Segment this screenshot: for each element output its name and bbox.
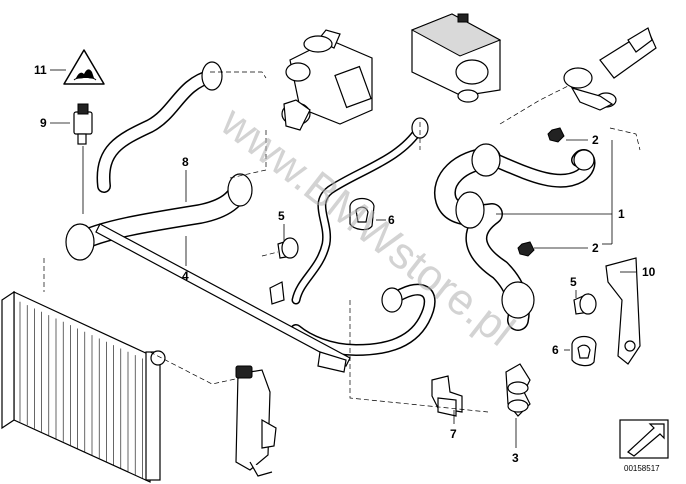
callout-leader-lines [50, 69, 636, 448]
hose-clamp-ring [381, 287, 403, 313]
callout-3: 3 [512, 451, 519, 465]
radiator [1, 290, 166, 483]
nut-2a [547, 127, 565, 143]
hose-clamp-ring [455, 191, 485, 229]
hot-surface-warning-icon [63, 49, 105, 85]
thermostat-housing [281, 29, 373, 131]
callout-2b: 2 [592, 241, 599, 255]
upper-hose [98, 70, 218, 192]
callout-5a: 5 [278, 209, 285, 223]
hose-clamp-ring [501, 281, 535, 319]
clip-5a [277, 237, 299, 259]
callout-6a: 6 [388, 213, 395, 227]
hose-clamp-ring [471, 143, 501, 177]
clamp-7 [431, 375, 463, 417]
bracket-6b [571, 335, 597, 367]
callout-6b: 6 [552, 343, 559, 357]
expansion-tank [235, 365, 277, 477]
bracket-6a [349, 197, 375, 231]
coolant-hoses [65, 61, 596, 356]
hose-clamp-ring [65, 223, 95, 261]
callout-labels: 11 9 8 4 5 6 2 1 2 5 6 10 7 3 [34, 63, 656, 465]
dashed-reference-lines [43, 71, 641, 413]
callout-11: 11 [34, 63, 47, 77]
nut-2b [517, 241, 535, 257]
hose-clamp-ring [201, 61, 223, 91]
callout-1: 1 [618, 207, 625, 221]
upper-right-hose [563, 27, 657, 111]
clamp-3 [505, 363, 531, 417]
direction-arrow-icon [619, 419, 669, 459]
callout-10: 10 [642, 265, 656, 279]
callout-9: 9 [40, 116, 47, 130]
coolant-pipe-bracket [95, 223, 351, 373]
callout-4: 4 [182, 269, 189, 283]
reference-number: 00158517 [624, 464, 660, 473]
temperature-sensor [73, 103, 93, 145]
callout-7: 7 [450, 427, 457, 441]
callout-2a: 2 [592, 133, 599, 147]
callout-8: 8 [182, 155, 189, 169]
upper-hose-outline [96, 69, 219, 193]
coolant-housing [410, 13, 502, 103]
clip-5b [573, 293, 597, 315]
hose-clamp-ring [573, 149, 595, 171]
hose-clamp-ring [227, 173, 253, 207]
holder-10 [605, 257, 641, 365]
callout-5b: 5 [570, 275, 577, 289]
bypass-hose [293, 125, 423, 303]
